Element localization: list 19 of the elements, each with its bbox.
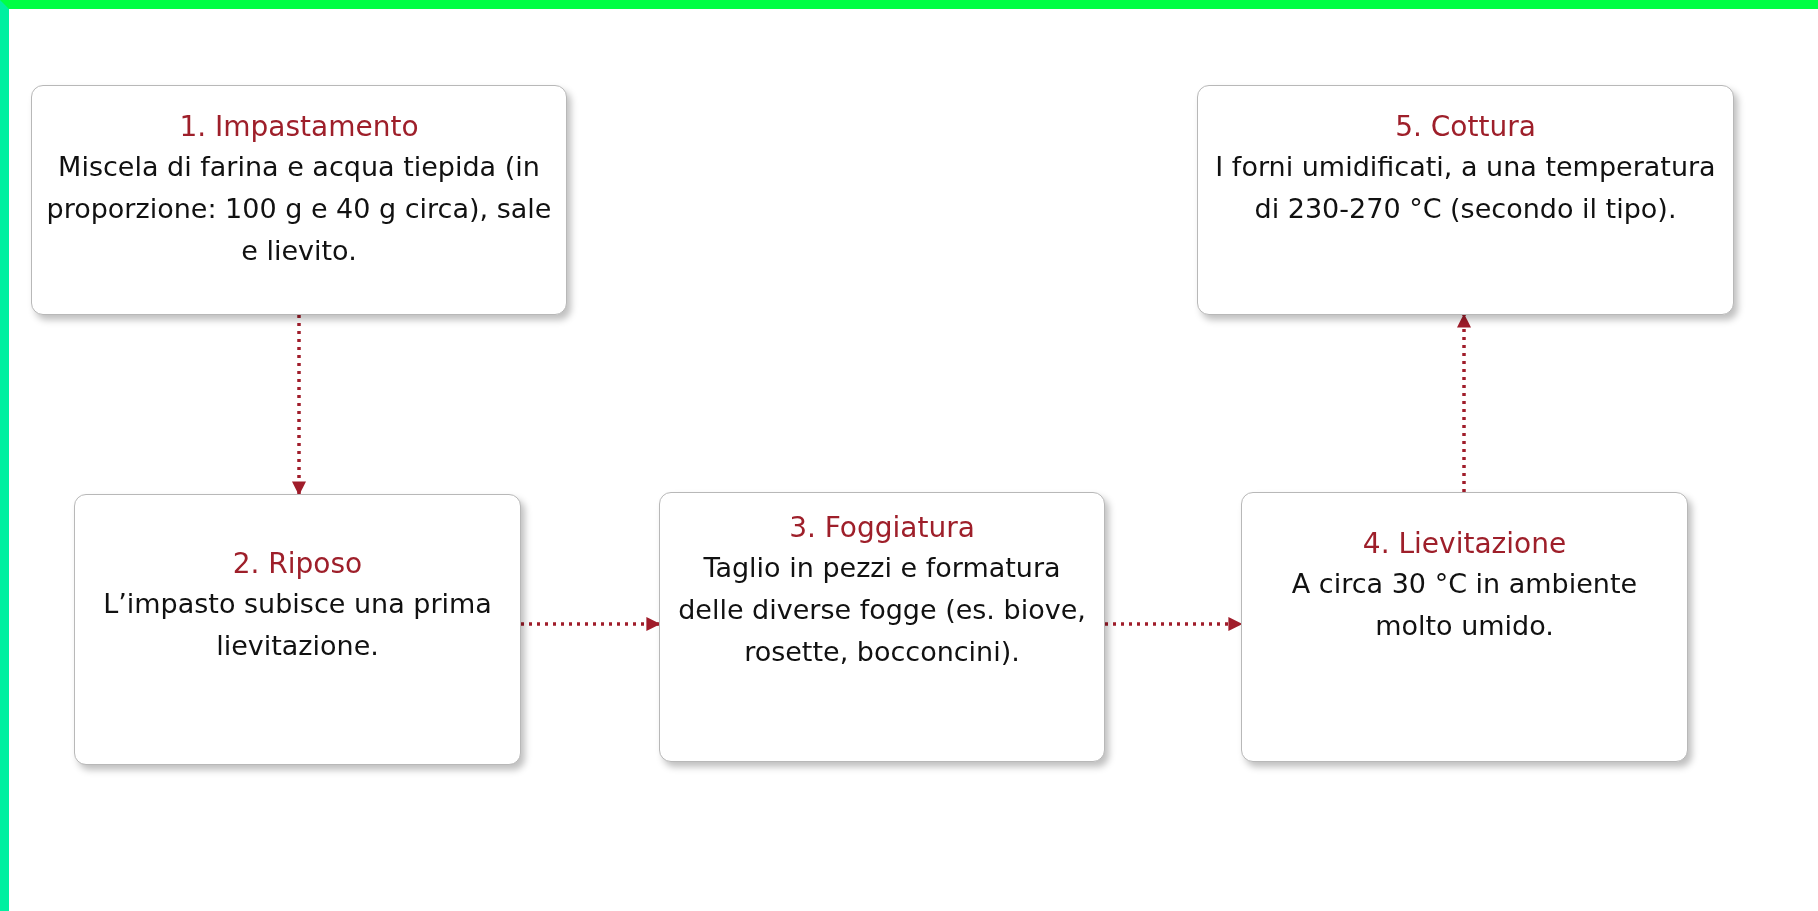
arrow — [292, 315, 306, 496]
process-box — [659, 492, 1105, 762]
step-title: 5. Cottura — [1394, 109, 1537, 145]
step-description: I forni umidificati, a una temperatura di 230-270 °C (secondo il tipo). — [1214, 150, 1717, 226]
arrow — [521, 617, 661, 631]
step-title: 3. Foggiatura — [788, 510, 976, 546]
arrow — [1105, 617, 1243, 631]
step-title: 1. Impastamento — [178, 109, 420, 145]
step-title: 2. Riposo — [231, 546, 364, 582]
step-description: Taglio in pezzi e formatura delle diverse fogge (es. biove, rosette, bocconcini). — [677, 551, 1087, 669]
step-description: A circa 30 °C in ambiente molto umido. — [1290, 567, 1639, 643]
process-box — [31, 85, 567, 315]
step-title: 4. Lievitazione — [1361, 526, 1568, 562]
process-box — [1197, 85, 1734, 315]
arrow — [1457, 313, 1471, 492]
step-description: L’impasto subisce una prima lievitazione. — [102, 587, 493, 663]
step-description: Miscela di farina e acqua tiepida (in proporzione: 100 g e 40 g circa), sale e lievito. — [45, 150, 553, 268]
process-box — [74, 494, 521, 765]
process-box — [1241, 492, 1688, 762]
